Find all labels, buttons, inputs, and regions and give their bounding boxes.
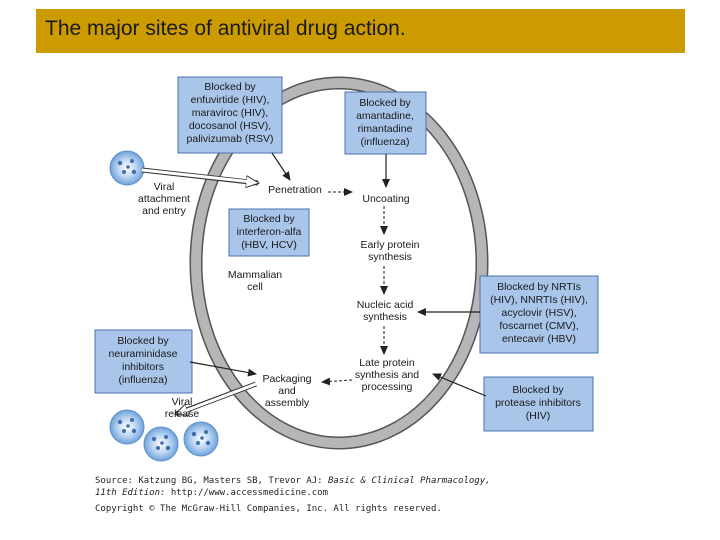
nucleic-blockers-label: entecavir (HBV) [502, 333, 576, 345]
block-arrow [432, 373, 487, 397]
interferon-box [228, 208, 310, 257]
step-early-protein-label: Early protein [361, 239, 420, 251]
neuraminidase-label: neuraminidase [109, 348, 178, 360]
nucleic-blockers-label: Blocked by NRTIs [497, 281, 581, 293]
source-line-2: 11th Edition: http://www.accessmedicine.… [95, 488, 328, 498]
protease-label: Blocked by [512, 384, 564, 396]
step-uncoating-label: Uncoating [362, 193, 409, 205]
interferon-label: interferon-alfa [237, 226, 302, 238]
uncoating-blockers-label: amantadine, [356, 110, 414, 122]
interferon-label: Blocked by [243, 213, 295, 225]
cell-label: Mammalian [228, 269, 282, 281]
protease-label: (HIV) [526, 410, 551, 422]
block-arrow [189, 361, 257, 377]
slide-title: The major sites of antiviral drug action… [45, 17, 406, 40]
uncoating-blockers-box [344, 91, 427, 155]
entry-blockers-label: Blocked by [204, 81, 256, 93]
uncoating-blockers-label: rimantadine [358, 123, 413, 135]
viral-entry-arrow-inner [141, 168, 253, 184]
step-packaging-label: assembly [265, 397, 310, 409]
neuraminidase-box [94, 329, 193, 394]
uncoating-blockers-label: (influenza) [360, 136, 409, 148]
pathway-arrow [321, 377, 353, 386]
block-arrow [271, 152, 291, 181]
step-early-protein-label: synthesis [368, 251, 412, 263]
protease-label: protease inhibitors [495, 397, 581, 409]
step-packaging-label: Packaging [262, 373, 311, 385]
mammalian-cell-membrane-fill [191, 78, 487, 448]
step-penetration-label: Penetration [268, 184, 322, 196]
source-copyright: Copyright © The McGraw-Hill Companies, I… [95, 504, 442, 514]
virus-icon [109, 409, 145, 445]
virus-icon [143, 426, 179, 462]
nucleic-blockers-box [479, 275, 599, 354]
title-bar: The major sites of antiviral drug action… [36, 9, 685, 53]
protease-box [483, 376, 594, 432]
source-line-1: Source: Katzung BG, Masters SB, Trevor A… [95, 476, 491, 486]
cell-label: cell [247, 281, 263, 293]
step-attachment-label: and entry [142, 205, 187, 217]
step-late-protein-label: processing [362, 381, 413, 393]
entry-blockers-label: enfuvirtide (HIV), [191, 94, 270, 106]
step-late-protein-label: Late protein [359, 357, 415, 369]
viral-release-arrow-inner [181, 382, 257, 414]
interferon-label: (HBV, HCV) [241, 239, 297, 251]
nucleic-blockers-label: (HIV), NNRTIs (HIV), [490, 294, 588, 306]
step-release-label: Viral [172, 396, 193, 408]
step-nucleic-acid-label: Nucleic acid [357, 299, 414, 311]
step-release-label: release [165, 408, 200, 420]
virus-icon [183, 421, 219, 457]
step-attachment-label: attachment [138, 193, 190, 205]
entry-blockers-label: docosanol (HSV), [189, 120, 271, 132]
neuraminidase-label: Blocked by [117, 335, 169, 347]
step-late-protein-label: synthesis and [355, 369, 419, 381]
neuraminidase-label: inhibitors [122, 361, 164, 373]
nucleic-blockers-label: acyclovir (HSV), [501, 307, 576, 319]
step-attachment-label: Viral [154, 181, 175, 193]
step-nucleic-acid-label: synthesis [363, 311, 407, 323]
entry-blockers-label: palivizumab (RSV) [187, 133, 274, 145]
neuraminidase-label: (influenza) [118, 374, 167, 386]
uncoating-blockers-label: Blocked by [359, 97, 411, 109]
nucleic-blockers-label: foscarnet (CMV), [499, 320, 578, 332]
entry-blockers-box [177, 76, 283, 154]
virus-icon [109, 150, 145, 186]
step-packaging-label: and [278, 385, 296, 397]
entry-blockers-label: maraviroc (HIV), [192, 107, 268, 119]
